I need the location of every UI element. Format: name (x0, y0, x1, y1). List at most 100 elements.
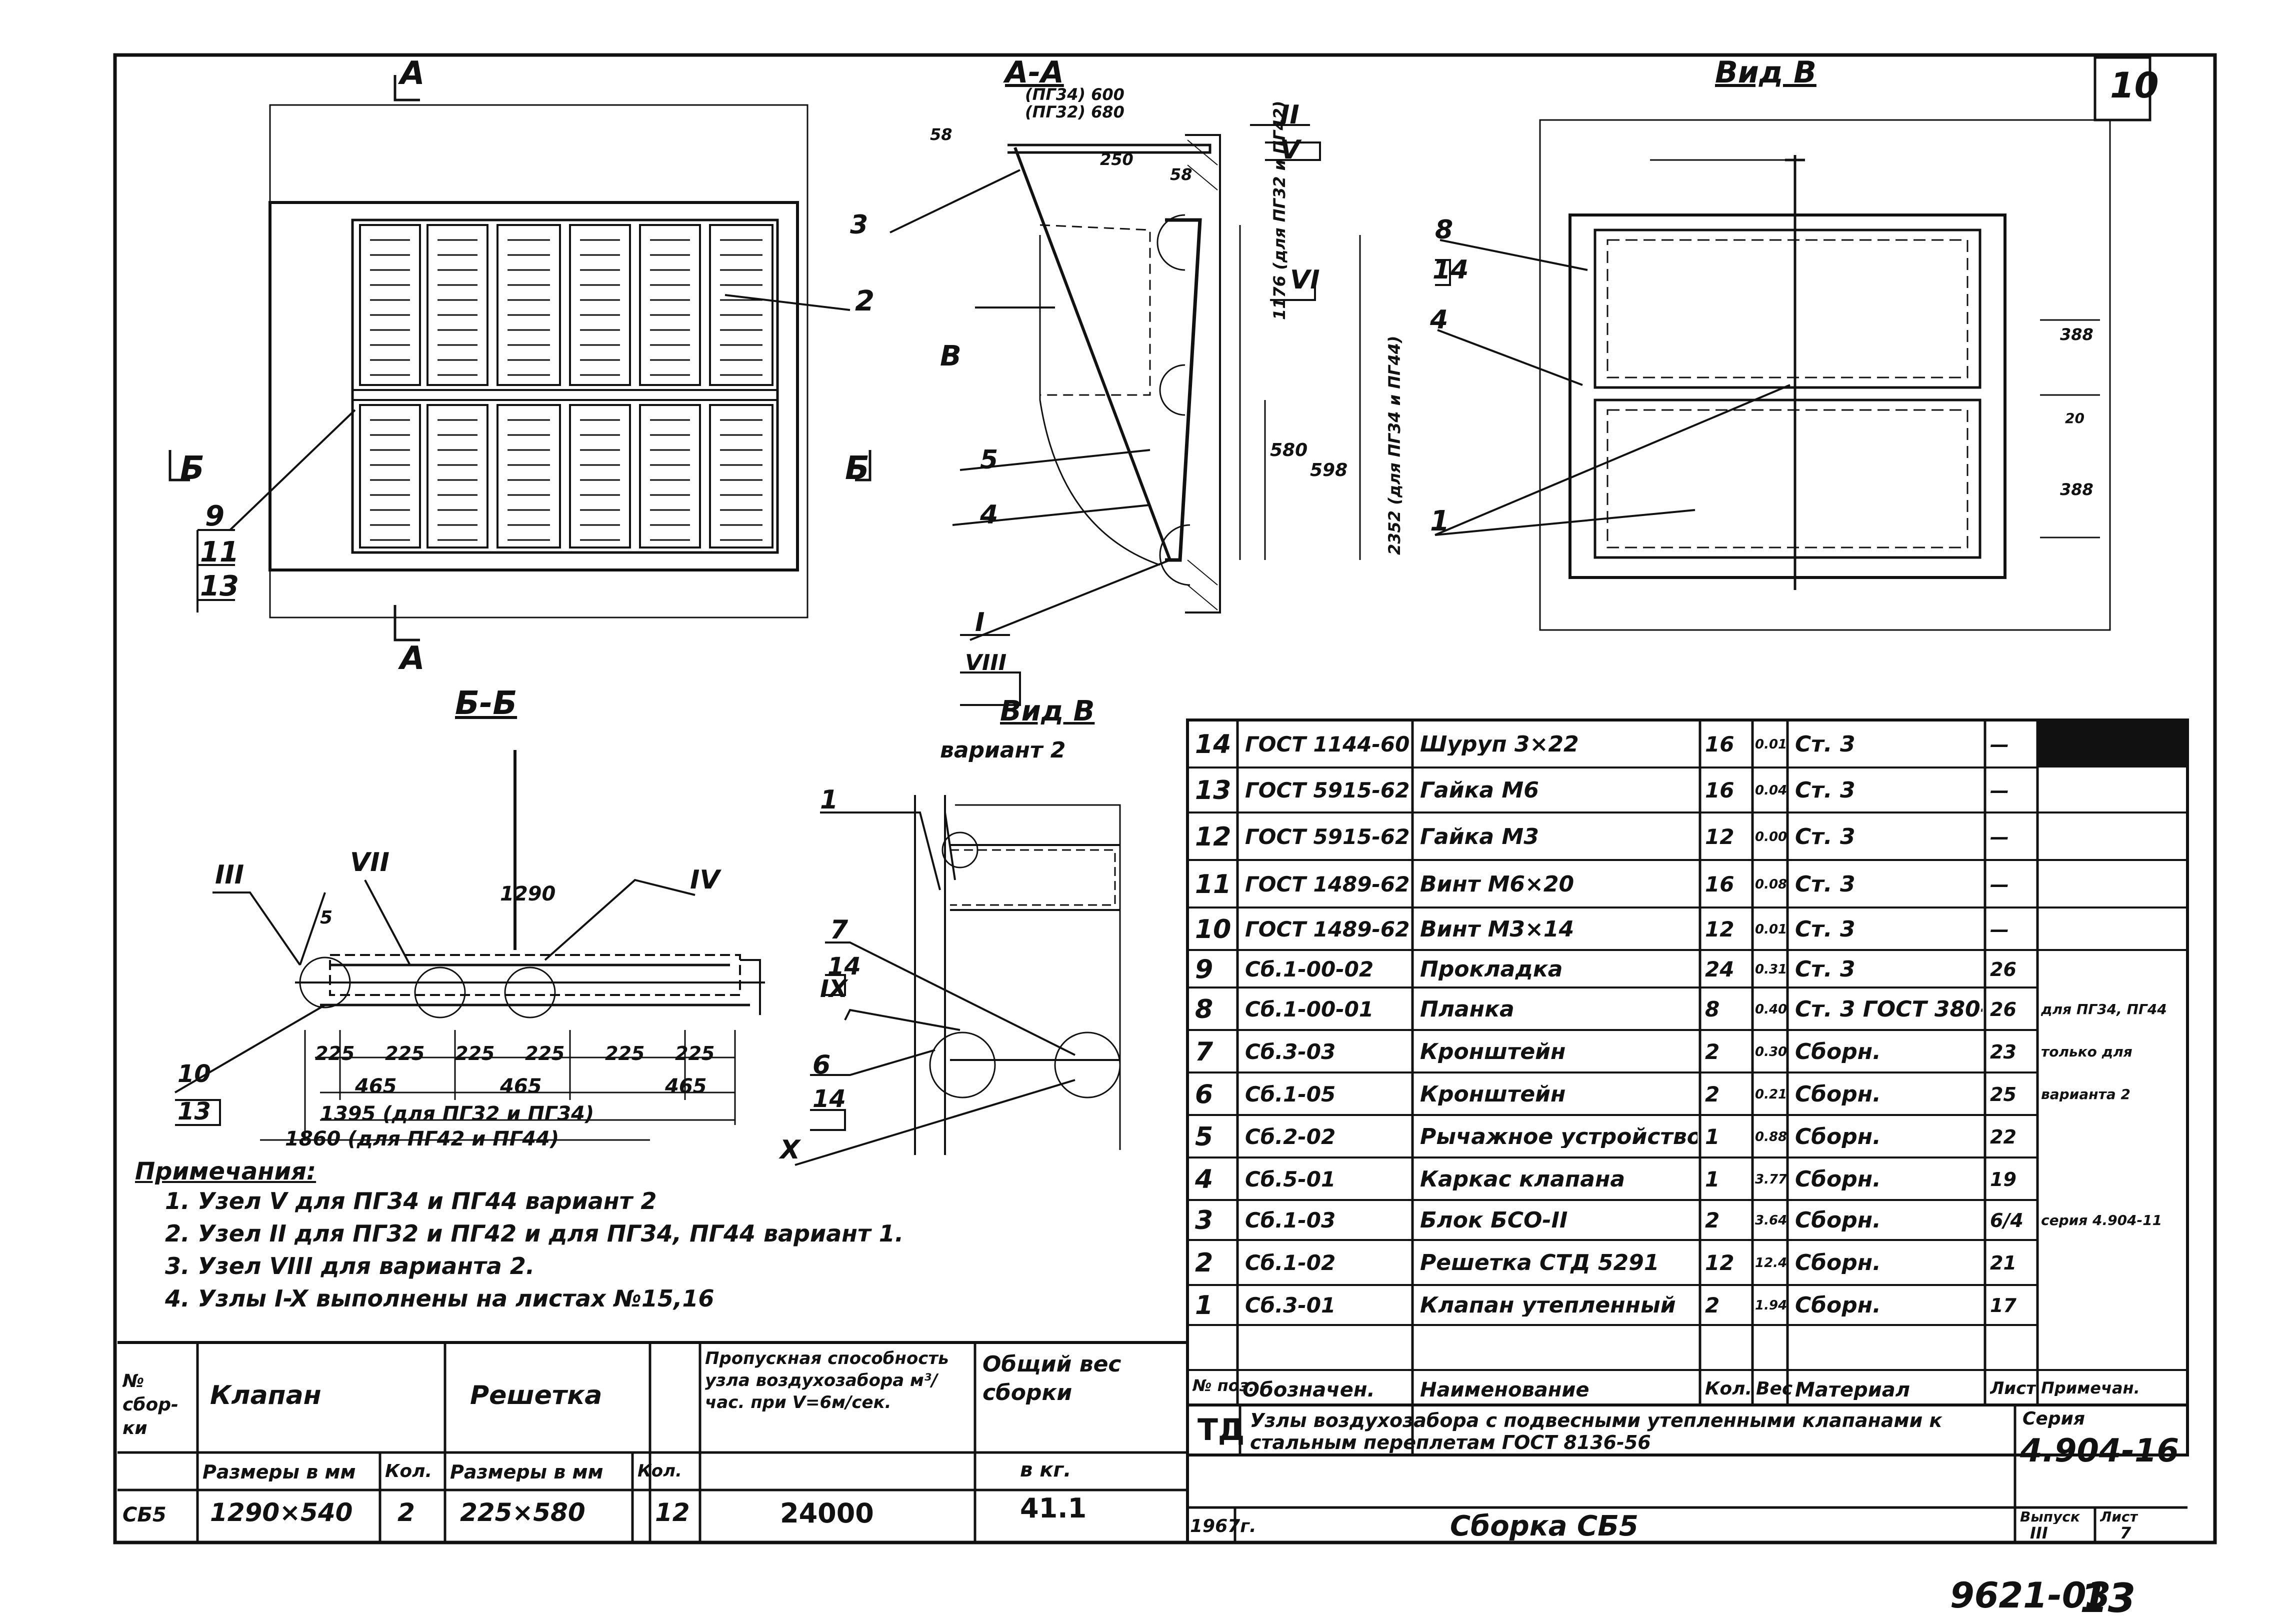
bom-cell-weight: 0.408 (1755, 1002, 1788, 1016)
bom-cell-weight: 0.88 (1755, 1130, 1788, 1144)
note-2: 2. Узел II для ПГ32 и ПГ42 и для ПГ34, П… (165, 1220, 904, 1247)
title-block-issue-label: Выпуск (2020, 1510, 2080, 1524)
bom-cell-material: Ст. 3 (1795, 780, 1856, 802)
callout-3: 3 (850, 210, 868, 240)
bom-cell-name: Клапан утепленный (1420, 1294, 1676, 1316)
bb-callout-IV: IV (690, 865, 720, 895)
note-4: 4. Узлы I-X выполнены на листах №15,16 (165, 1285, 714, 1312)
bom-cell-sheet: 17 (1990, 1296, 2016, 1315)
view-v-dim-388-a: 388 (2060, 325, 2094, 344)
bom-cell-sheet: 26 (1990, 960, 2016, 979)
title-block-sheet: 7 (2120, 1525, 2132, 1541)
bom-cell-pos: 5 (1195, 1124, 1214, 1150)
bom-cell-sheet: 6/4 (1990, 1211, 2024, 1230)
bom-cell-material: Сборн. (1795, 1252, 1881, 1274)
v2-callout-14-b: 14 (812, 1085, 846, 1113)
bom-cell-weight: 0.312 (1755, 962, 1788, 976)
callout-9: 9 (205, 500, 224, 532)
spec-row-weight: 41.1 (1020, 1495, 1087, 1522)
bom-cell-note: только для (2041, 1044, 2132, 1059)
bom-cell-sheet: — (1990, 781, 2009, 800)
dim-598: 598 (1310, 460, 1348, 480)
dim-580: 580 (1270, 440, 1308, 460)
bom-cell-pos: 9 (1195, 956, 1214, 982)
title-block-assembly: Сборка СБ5 (1450, 1512, 1638, 1540)
notes-title: Примечания: (135, 1158, 316, 1186)
bom-cell-sheet: 23 (1990, 1042, 2016, 1062)
bom-cell-name: Кронштейн (1420, 1083, 1566, 1106)
section-mark-b-left: Б (180, 450, 204, 487)
bom-cell-weight: 0.006 (1755, 830, 1788, 844)
bom-cell-material: Сборн. (1795, 1168, 1881, 1190)
title-block-td: ТД (1198, 1415, 1245, 1445)
bom-cell-name: Решетка СТД 5291 (1420, 1252, 1660, 1274)
sheet-box-number: 10 (2110, 65, 2159, 106)
bb-dim-225-1: 225 (315, 1042, 355, 1064)
bom-cell-sheet: — (1990, 874, 2009, 894)
bom-cell-material: Сборн. (1795, 1294, 1881, 1316)
bom-cell-pos: 6 (1195, 1081, 1214, 1108)
bom-cell-sheet: 19 (1990, 1170, 2016, 1189)
bom-cell-note: варианта 2 (2041, 1087, 2130, 1102)
spec-row-valve-qty: 2 (398, 1500, 415, 1525)
bom-cell-doc: Сб.1-00-01 (1245, 998, 1374, 1020)
dim-58-b: 58 (1170, 165, 1192, 184)
view-a-opening (268, 201, 799, 572)
bom-cell-qty: 1 (1705, 1126, 1720, 1148)
bom-cell-qty: 2 (1705, 1295, 1720, 1316)
bom-cell-pos: 11 (1195, 871, 1232, 898)
bom-cell-doc: ГОСТ 5915-62 (1245, 780, 1410, 801)
callout-node-VIII: VIII (965, 650, 1007, 676)
bom-cell-sheet: — (1990, 734, 2009, 754)
spec-header-weight-unit: в кг. (1020, 1460, 1072, 1480)
view-v-callout-8: 8 (1435, 215, 1454, 245)
v2-callout-6: 6 (812, 1050, 831, 1080)
bb-dim-5: 5 (320, 908, 333, 928)
section-mark-b-right: Б (845, 450, 870, 487)
bom-cell-doc: ГОСТ 1144-60 (1245, 734, 1410, 755)
bom-cell-material: Ст. 3 (1795, 733, 1856, 756)
bom-cell-name: Прокладка (1420, 958, 1563, 980)
bb-dim-225-6: 225 (675, 1042, 715, 1064)
bom-cell-weight: 0.21 (1755, 1088, 1788, 1101)
dim-680: (ПГ32) 680 (1025, 102, 1124, 122)
bom-cell-doc: Сб.3-01 (1245, 1295, 1336, 1316)
bom-cell-pos: 13 (1195, 778, 1232, 804)
spec-header-valve-size: Размеры в мм (202, 1462, 356, 1482)
bom-cell-qty: 16 (1705, 874, 1734, 895)
bom-cell-qty: 12 (1705, 1252, 1734, 1274)
dim-250: 250 (1100, 150, 1134, 169)
bom-cell-pos: 3 (1195, 1208, 1214, 1234)
v2-callout-X: X (780, 1135, 800, 1165)
bom-cell-pos: 1 (1195, 1292, 1214, 1318)
spec-row-no: СБ5 (122, 1505, 166, 1525)
spec-header-grille: Решетка (470, 1382, 602, 1408)
bom-cell-name: Блок БСО-II (1420, 1210, 1568, 1232)
bom-cell-note: серия 4.904-11 (2041, 1214, 2162, 1228)
callout-4: 4 (980, 500, 998, 530)
title-block-sheet-label: Лист (2100, 1510, 2138, 1524)
bb-callout-10: 10 (178, 1060, 211, 1088)
spec-row-grille-qty: 12 (655, 1500, 690, 1525)
bom-cell-weight: 0.084 (1755, 878, 1788, 891)
bom-cell-sheet: — (1990, 920, 2009, 939)
bom-cell-material: Ст. 3 (1795, 918, 1856, 940)
view-v-outer (1539, 119, 2111, 631)
callout-11: 11 (200, 536, 239, 568)
bom-cell-pos: 4 (1195, 1166, 1214, 1192)
bom-cell-weight: 1.94 (1755, 1299, 1788, 1312)
sheet-frame (113, 53, 2217, 1544)
spec-header-grille-size: Размеры в мм (450, 1462, 604, 1482)
bom-cell-doc: ГОСТ 1489-62 (1245, 874, 1410, 895)
bom-cell-doc: Сб.1-05 (1245, 1084, 1336, 1105)
section-aa-wall (1185, 134, 1221, 614)
spec-row-valve-size: 1290×540 (210, 1500, 353, 1525)
section-aa-top-bar (1008, 144, 1212, 154)
bom-cell-material: Сборн. (1795, 1210, 1881, 1232)
bom-cell-qty: 1 (1705, 1168, 1720, 1190)
bom-cell-pos: 7 (1195, 1038, 1214, 1065)
section-aa-title: А-А (1005, 55, 1064, 90)
bom-cell-doc: ГОСТ 5915-62 (1245, 826, 1410, 848)
bom-cell-doc: Сб.3-03 (1245, 1041, 1336, 1062)
